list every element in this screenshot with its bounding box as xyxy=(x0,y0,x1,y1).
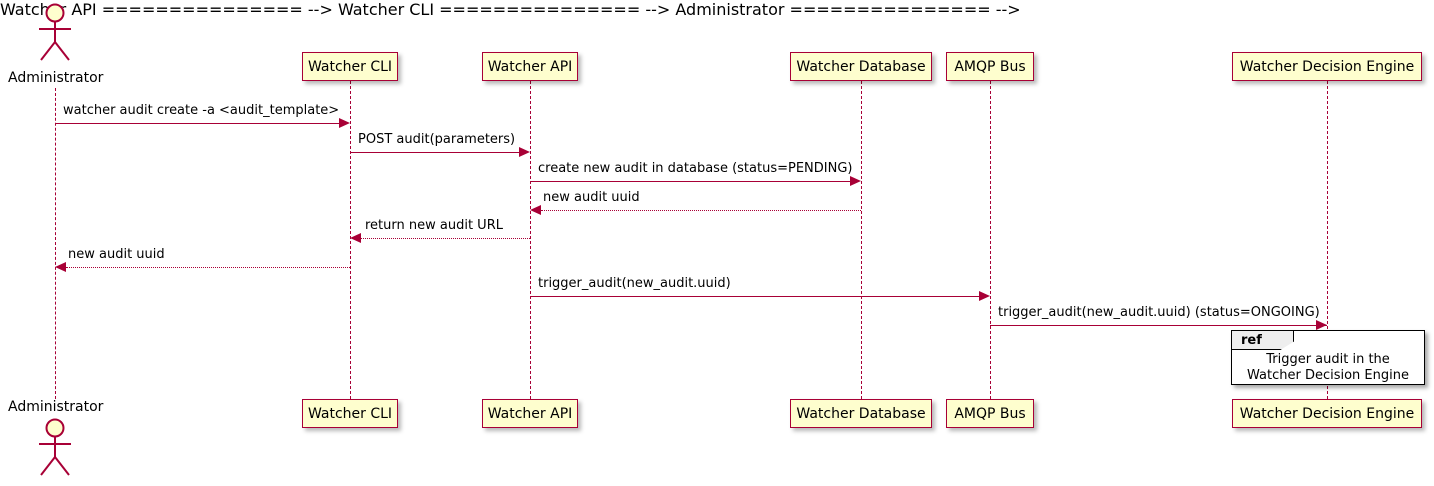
participant-watcher-cli-top[interactable]: Watcher CLI xyxy=(302,52,398,81)
message-label-m7: trigger_audit(new_audit.uuid) xyxy=(538,276,731,291)
actor-label-administrator-bottom: Administrator xyxy=(8,399,104,415)
actor-administrator-top[interactable] xyxy=(31,3,79,69)
participant-watcher-api-top[interactable]: Watcher API xyxy=(482,52,578,81)
participant-watcher-api-bottom[interactable]: Watcher API xyxy=(482,399,578,428)
lifeline-watcher-api xyxy=(530,81,531,399)
ref-fragment-line-1: Trigger audit in the xyxy=(1266,352,1390,367)
actor-stick-figure-icon xyxy=(39,3,71,61)
arrow-head-m6 xyxy=(55,262,66,272)
lifeline-administrator xyxy=(55,88,56,399)
message-label-m8: trigger_audit(new_audit.uuid) (status=ON… xyxy=(998,305,1320,320)
message-line-m6 xyxy=(66,267,350,268)
message-label-m1: watcher audit create -a <audit_template> xyxy=(63,103,340,118)
actor-stick-figure-icon xyxy=(39,418,71,476)
message-line-m4 xyxy=(541,210,861,211)
participant-amqp-bus-top[interactable]: AMQP Bus xyxy=(946,52,1034,81)
participant-watcher-decision-engine-bottom[interactable]: Watcher Decision Engine xyxy=(1232,399,1422,428)
message-label-m5: return new audit URL xyxy=(365,218,503,233)
ref-fragment-line-2: Watcher Decision Engine xyxy=(1247,368,1409,383)
arrow-head-m2 xyxy=(519,147,530,157)
message-label-m6: new audit uuid xyxy=(68,247,165,262)
arrow-head-m5 xyxy=(350,233,361,243)
participant-watcher-decision-engine-top[interactable]: Watcher Decision Engine xyxy=(1232,52,1422,81)
message-line-m1 xyxy=(55,123,340,124)
actor-administrator-bottom[interactable] xyxy=(31,418,79,484)
arrow-head-m7 xyxy=(979,291,990,301)
ref-fragment[interactable]: ref Trigger audit in the Watcher Decisio… xyxy=(1231,330,1425,385)
arrow-head-m8 xyxy=(1316,320,1327,330)
ref-fragment-tab xyxy=(1232,331,1294,350)
lifeline-watcher-decision-engine xyxy=(1327,81,1328,399)
message-label-m4: new audit uuid xyxy=(543,190,640,205)
message-line-m8 xyxy=(990,325,1327,326)
lifeline-watcher-database xyxy=(861,81,862,399)
participant-watcher-database-top[interactable]: Watcher Database xyxy=(790,52,932,81)
message-line-m7 xyxy=(530,296,980,297)
arrow-head-m4 xyxy=(530,205,541,215)
message-label-m2: POST audit(parameters) xyxy=(358,132,516,147)
actor-label-administrator-top: Administrator xyxy=(8,70,104,86)
participant-amqp-bus-bottom[interactable]: AMQP Bus xyxy=(946,399,1034,428)
message-line-m3 xyxy=(530,181,851,182)
lifeline-amqp-bus xyxy=(990,81,991,399)
arrow-head-m1 xyxy=(339,118,350,128)
ref-fragment-tab-label: ref xyxy=(1241,333,1262,348)
ref-fragment-body: Trigger audit in the Watcher Decision En… xyxy=(1232,352,1424,384)
arrow-head-m3 xyxy=(850,176,861,186)
participant-watcher-database-bottom[interactable]: Watcher Database xyxy=(790,399,932,428)
message-line-m2 xyxy=(350,152,520,153)
message-label-m3: create new audit in database (status=PEN… xyxy=(538,161,853,176)
message-line-m5 xyxy=(361,238,530,239)
participant-watcher-cli-bottom[interactable]: Watcher CLI xyxy=(302,399,398,428)
